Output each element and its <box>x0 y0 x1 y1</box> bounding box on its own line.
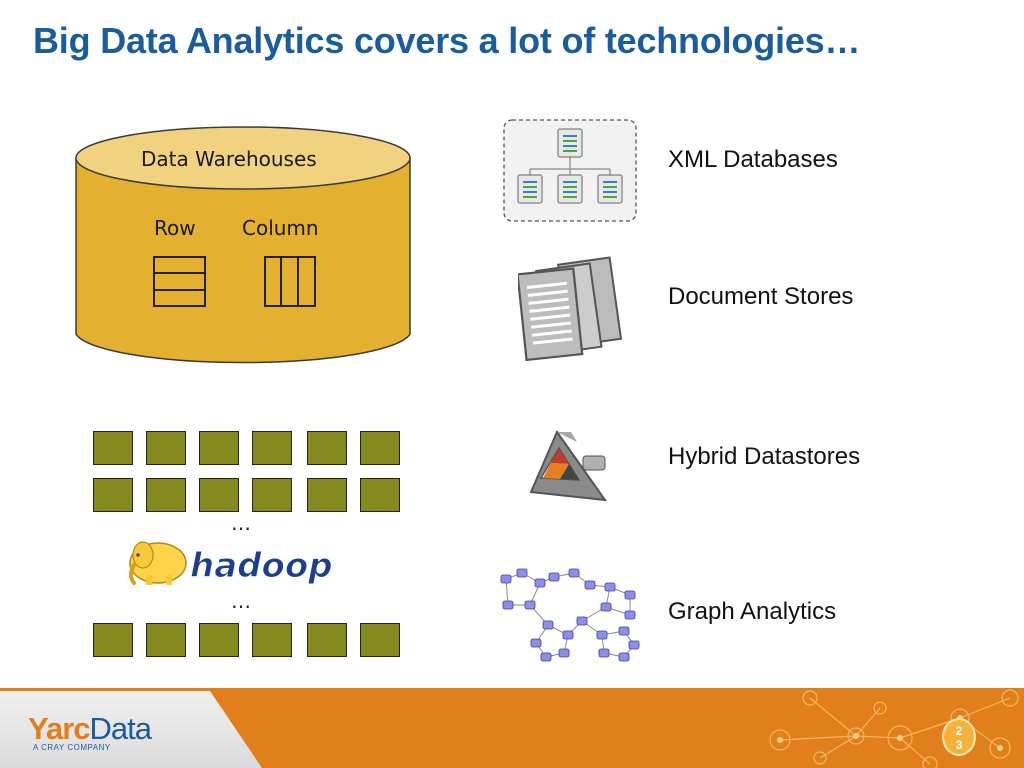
cluster-node <box>146 478 186 512</box>
cluster-node <box>199 478 239 512</box>
slide-title: Big Data Analytics covers a lot of techn… <box>33 20 861 61</box>
row-table-icon <box>153 256 206 307</box>
hadoop-logo: hadoop <box>129 541 333 587</box>
elephant-icon <box>129 541 187 585</box>
ellipsis-top: … <box>231 511 254 535</box>
label-hybrid-datastores: Hybrid Datastores <box>668 443 861 470</box>
cluster-node <box>360 431 400 465</box>
cluster-node <box>93 431 133 465</box>
ellipsis-bottom: … <box>231 589 254 613</box>
cluster-node <box>307 623 347 657</box>
cluster-node <box>307 478 347 512</box>
logo-data-text: Data <box>89 711 152 746</box>
page-number-digit-2: 3 <box>955 738 963 752</box>
document-stack-icon <box>518 256 623 361</box>
logo-tagline: A CRAY COMPANY <box>33 743 111 752</box>
column-table-icon <box>264 256 316 307</box>
network-graph-icon <box>500 568 640 662</box>
cluster-node <box>93 623 133 657</box>
label-graph-analytics: Graph Analytics <box>668 598 837 625</box>
xml-tree-icon <box>503 119 637 222</box>
footer-band <box>0 688 1024 768</box>
data-warehouse-cylinder <box>75 126 411 364</box>
warehouse-title: Data Warehouses <box>141 147 317 171</box>
row-label: Row <box>154 216 196 240</box>
cluster-node <box>93 478 133 512</box>
cluster-node <box>146 623 186 657</box>
logo-yarc-text: Yarc <box>28 711 91 746</box>
label-xml-databases: XML Databases <box>668 146 838 173</box>
cluster-node <box>146 431 186 465</box>
column-label: Column <box>242 216 319 240</box>
cluster-node <box>252 431 292 465</box>
yarcdata-logo: YarcData <box>28 711 152 747</box>
cluster-node <box>307 431 347 465</box>
cluster-node <box>252 623 292 657</box>
hadoop-wordmark: hadoop <box>190 546 333 586</box>
cluster-node <box>360 623 400 657</box>
page-number-badge: 2 3 <box>942 718 976 756</box>
hybrid-triangle-icon <box>529 429 608 502</box>
cluster-node <box>252 478 292 512</box>
label-document-stores: Document Stores <box>668 283 854 310</box>
cluster-node <box>199 431 239 465</box>
cluster-node <box>199 623 239 657</box>
cluster-node <box>360 478 400 512</box>
page-number-digit-1: 2 <box>955 724 963 738</box>
